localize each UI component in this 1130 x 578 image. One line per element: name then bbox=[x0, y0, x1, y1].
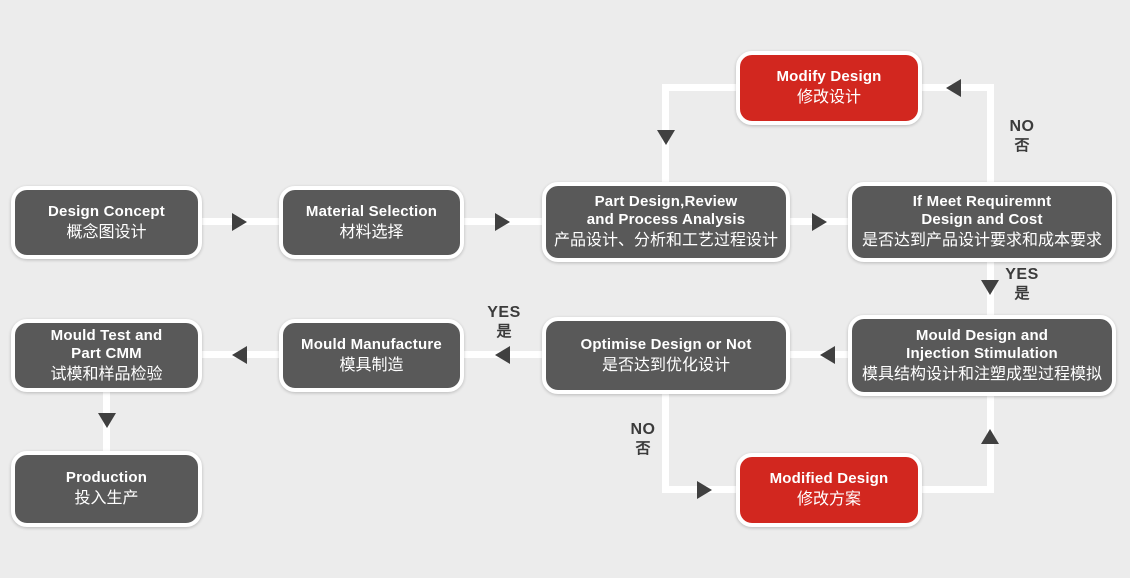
node-optimise-design-en: Optimise Design or Not bbox=[580, 335, 752, 353]
node-production: Production 投入生产 bbox=[11, 451, 202, 527]
node-if-meet-requirement-en1: If Meet Requiremnt bbox=[912, 193, 1052, 210]
node-if-meet-requirement: If Meet Requiremnt Design and Cost 是否达到产… bbox=[848, 182, 1116, 262]
node-part-design-cn: 产品设计、分析和工艺过程设计 bbox=[553, 232, 778, 249]
connector-modified-horizontal bbox=[916, 486, 994, 493]
node-mould-manufacture: Mould Manufacture 模具制造 bbox=[279, 319, 464, 392]
label-no-bottom-cn: 否 bbox=[635, 440, 651, 457]
label-yes-right-en: YES bbox=[1005, 266, 1039, 283]
node-material-selection-en: Material Selection bbox=[305, 202, 438, 220]
arrow-down-icon bbox=[98, 413, 116, 428]
node-modify-design-en: Modify Design bbox=[776, 68, 882, 85]
node-material-selection: Material Selection 材料选择 bbox=[279, 186, 464, 259]
connector-moulddesign-to-optimise bbox=[786, 351, 852, 358]
node-mould-test: Mould Test and Part CMM 试模和样品检验 bbox=[11, 319, 202, 392]
arrow-right-icon bbox=[495, 213, 510, 231]
label-no-top: NO 否 bbox=[998, 117, 1046, 155]
node-material-selection-cn: 材料选择 bbox=[339, 223, 404, 241]
node-modified-design-cn: 修改方案 bbox=[796, 491, 861, 508]
node-design-concept-en: Design Concept bbox=[48, 202, 165, 220]
node-modified-design-en: Modified Design bbox=[769, 470, 889, 487]
node-part-design-en1: Part Design,Review bbox=[594, 193, 738, 210]
label-yes-middle-cn: 是 bbox=[496, 323, 512, 340]
node-mould-manufacture-en: Mould Manufacture bbox=[301, 335, 442, 353]
node-optimise-design: Optimise Design or Not 是否达到优化设计 bbox=[542, 317, 790, 394]
arrow-up-icon bbox=[981, 429, 999, 444]
arrow-left-icon bbox=[820, 346, 835, 364]
node-mould-manufacture-cn: 模具制造 bbox=[339, 356, 404, 374]
node-production-en: Production bbox=[65, 469, 148, 486]
label-no-bottom-en: NO bbox=[630, 421, 656, 438]
node-part-design: Part Design,Review and Process Analysis … bbox=[542, 182, 790, 262]
node-mould-design-en1: Mould Design and bbox=[915, 326, 1049, 344]
arrow-right-icon bbox=[697, 481, 712, 499]
arrow-down-icon bbox=[981, 280, 999, 295]
arrow-left-icon bbox=[232, 346, 247, 364]
node-mould-test-cn: 试模和样品检验 bbox=[50, 365, 163, 383]
node-design-concept-cn: 概念图设计 bbox=[66, 223, 147, 241]
node-mould-design: Mould Design and Injection Stimulation 模… bbox=[848, 315, 1116, 396]
node-mould-design-cn: 模具结构设计和注塑成型过程模拟 bbox=[861, 365, 1102, 383]
node-production-cn: 投入生产 bbox=[74, 490, 139, 507]
label-no-top-en: NO bbox=[1009, 118, 1035, 135]
label-yes-right-cn: 是 bbox=[1014, 285, 1030, 302]
label-yes-right: YES 是 bbox=[998, 265, 1046, 303]
node-design-concept: Design Concept 概念图设计 bbox=[11, 186, 202, 259]
node-mould-design-en2: Injection Stimulation bbox=[906, 344, 1058, 362]
node-if-meet-requirement-en2: Design and Cost bbox=[921, 211, 1043, 228]
arrow-right-icon bbox=[812, 213, 827, 231]
node-modify-design-cn: 修改设计 bbox=[796, 89, 861, 106]
node-if-meet-requirement-cn: 是否达到产品设计要求和成本要求 bbox=[861, 232, 1102, 249]
node-mould-test-en1: Mould Test and bbox=[50, 326, 163, 344]
arrow-right-icon bbox=[232, 213, 247, 231]
arrow-left-icon bbox=[495, 346, 510, 364]
label-yes-middle: YES 是 bbox=[480, 303, 528, 341]
arrow-down-icon bbox=[657, 130, 675, 145]
connector-no-top-vertical bbox=[987, 84, 994, 189]
node-modify-design: Modify Design 修改设计 bbox=[736, 51, 922, 125]
node-mould-test-en2: Part CMM bbox=[71, 344, 142, 362]
node-modified-design: Modified Design 修改方案 bbox=[736, 453, 922, 527]
node-part-design-en2: and Process Analysis bbox=[586, 211, 746, 228]
connector-modify-horizontal bbox=[662, 84, 742, 91]
connector-no-bottom-vertical bbox=[662, 392, 669, 493]
arrow-left-icon bbox=[946, 79, 961, 97]
label-no-top-cn: 否 bbox=[1014, 137, 1030, 154]
node-optimise-design-cn: 是否达到优化设计 bbox=[601, 356, 730, 374]
label-yes-middle-en: YES bbox=[487, 304, 521, 321]
label-no-bottom: NO 否 bbox=[619, 420, 667, 458]
